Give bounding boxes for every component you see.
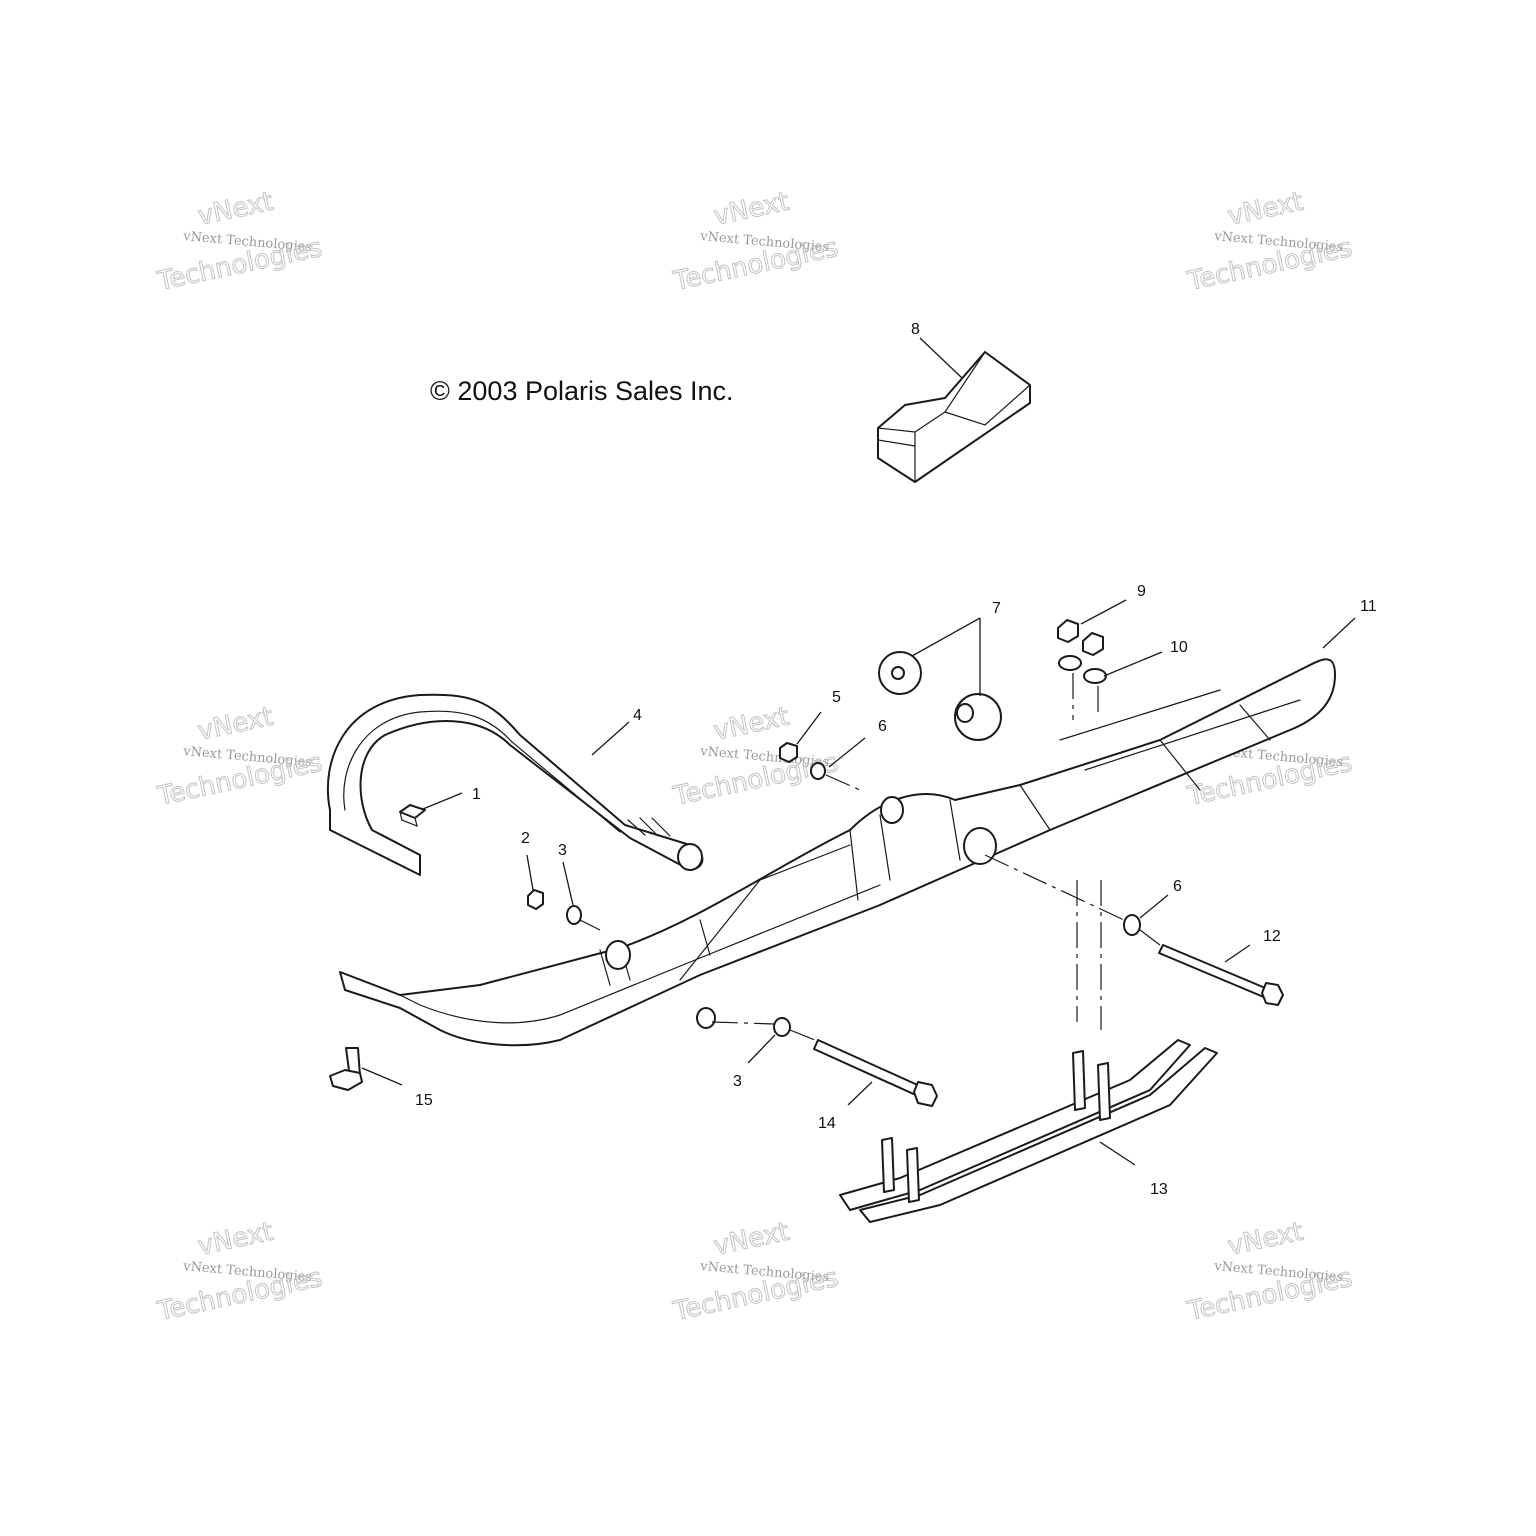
washer-icon-3-upper <box>566 905 582 925</box>
watermark-top-center: vNext vNext Technologies Technologies <box>670 186 842 297</box>
callout-3-upper: 3 <box>558 842 567 859</box>
svg-text:vNext: vNext <box>195 1217 276 1262</box>
callout-6-upper: 6 <box>878 718 887 735</box>
callout-4: 4 <box>633 707 642 724</box>
ski-icon <box>339 658 1336 1047</box>
watermark-bottom-center: vNext vNext Technologies Technologies <box>670 1216 842 1327</box>
watermark-top-right: vNext vNext Technologies Technologies <box>1184 186 1356 297</box>
washer-icon-6-lower <box>1123 914 1141 936</box>
bushing-icon <box>878 651 1002 741</box>
washer-icon-6-upper <box>810 762 826 780</box>
washer-icon-10 <box>1058 655 1107 684</box>
assembly-axis-lines <box>579 673 1161 1041</box>
callout-5: 5 <box>832 689 841 706</box>
ski-loop-handle-icon <box>326 693 704 876</box>
callout-labels: 1 2 3 4 5 6 7 8 9 10 11 6 12 13 14 3 15 <box>415 321 1377 1198</box>
svg-text:vNext: vNext <box>195 702 276 747</box>
watermark-bottom-left: vNext vNext Technologies Technologies <box>154 1216 326 1327</box>
watermark-mid-center: vNext vNext Technologies Technologies <box>670 701 842 812</box>
callout-7: 7 <box>992 600 1001 617</box>
svg-text:vNext: vNext <box>1225 187 1306 232</box>
svg-text:vNext: vNext <box>195 187 276 232</box>
callout-13: 13 <box>1150 1181 1168 1198</box>
callout-8: 8 <box>911 321 920 338</box>
callout-6-lower: 6 <box>1173 878 1182 895</box>
callout-1: 1 <box>472 786 481 803</box>
bolt-icon-14 <box>813 1039 938 1107</box>
watermark-bottom-right: vNext vNext Technologies Technologies <box>1184 1216 1356 1327</box>
bolt-icon-12 <box>1158 944 1284 1006</box>
leader-lines <box>361 337 1356 1166</box>
svg-text:vNext: vNext <box>1225 1217 1306 1262</box>
nut-icon-2 <box>527 889 544 910</box>
callout-15: 15 <box>415 1092 433 1109</box>
wear-bar-icon <box>839 1039 1218 1223</box>
bolt-icon-15 <box>329 1047 363 1091</box>
watermark-top-left: vNext vNext Technologies Technologies <box>154 186 326 297</box>
watermark-mid-left: vNext vNext Technologies Technologies <box>154 701 326 812</box>
svg-text:vNext: vNext <box>711 187 792 232</box>
callout-2: 2 <box>521 830 530 847</box>
svg-text:vNext: vNext <box>711 1217 792 1262</box>
nut-icon-5 <box>779 742 798 763</box>
callout-9: 9 <box>1137 583 1146 600</box>
nut-icon-9 <box>1057 619 1104 656</box>
ski-saddle-icon <box>877 351 1031 483</box>
washer-icon-3-lower <box>773 1017 791 1037</box>
pin-icon <box>399 804 426 827</box>
callout-3-lower: 3 <box>733 1073 742 1090</box>
callout-12: 12 <box>1263 928 1281 945</box>
callout-10: 10 <box>1170 639 1188 656</box>
callout-11: 11 <box>1360 598 1377 615</box>
copyright-text: © 2003 Polaris Sales Inc. <box>430 376 734 406</box>
callout-14: 14 <box>818 1115 836 1132</box>
svg-text:vNext: vNext <box>711 702 792 747</box>
